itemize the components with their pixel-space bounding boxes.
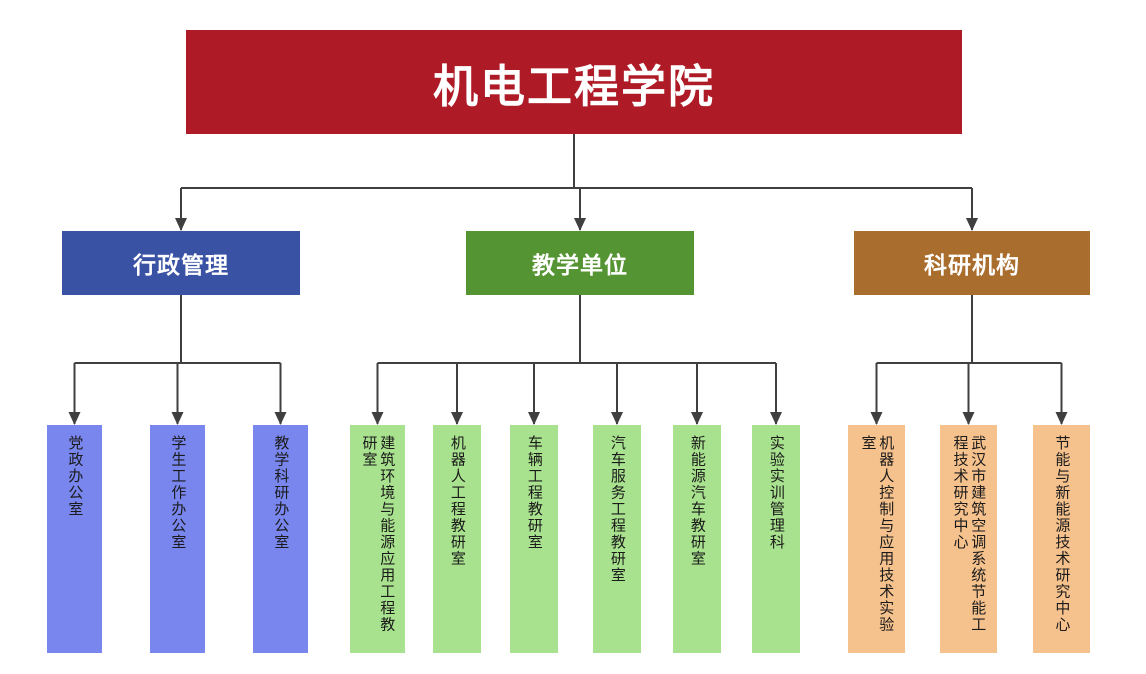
root-node-root[interactable]: 机电工程学院	[186, 30, 962, 134]
leaf-node-teach-6[interactable]: 实验实训管理科	[752, 425, 800, 653]
connector-arrowhead	[171, 412, 184, 425]
connector-arrowhead	[175, 218, 187, 231]
leaf-node-admin-3[interactable]: 教学科研办公室	[253, 425, 308, 653]
leaf-node-teach-3-label: 车辆工程教研室	[525, 435, 543, 551]
root-node-root-label: 机电工程学院	[432, 60, 715, 112]
leaf-node-admin-1[interactable]: 党政办公室	[47, 425, 102, 653]
leaf-node-res-2-label: 武汉市建筑空调系统节能工程技术研究中心	[951, 435, 987, 633]
leaf-node-teach-2[interactable]: 机器人工程教研室	[433, 425, 481, 653]
category-node-teaching[interactable]: 教学单位	[466, 231, 694, 295]
connector-arrowhead	[274, 412, 287, 425]
leaf-node-res-1-label: 机器人控制与应用技术实验室	[859, 435, 895, 633]
connector-arrowhead	[691, 412, 703, 425]
leaf-node-teach-4[interactable]: 汽车服务工程教研室	[593, 425, 641, 653]
connector-arrowhead	[1055, 412, 1068, 425]
connector-arrowhead	[574, 218, 586, 231]
connector-arrowhead	[68, 412, 81, 425]
leaf-node-teach-1-label: 建筑环境与能源应用工程教研室	[360, 435, 396, 633]
leaf-node-res-3[interactable]: 节能与新能源技术研究中心	[1033, 425, 1090, 653]
connector-arrowhead	[451, 412, 463, 425]
connector-arrowhead	[962, 412, 975, 425]
category-node-teaching-label: 教学单位	[532, 252, 628, 278]
leaf-node-admin-2[interactable]: 学生工作办公室	[150, 425, 205, 653]
connector-arrowhead	[966, 218, 978, 231]
connector-arrowhead	[611, 412, 623, 425]
leaf-node-admin-2-label: 学生工作办公室	[169, 435, 187, 551]
category-node-admin[interactable]: 行政管理	[62, 231, 300, 295]
leaf-node-teach-6-label: 实验实训管理科	[767, 435, 785, 551]
leaf-node-admin-1-label: 党政办公室	[66, 435, 84, 518]
category-node-admin-label: 行政管理	[133, 252, 229, 278]
leaf-node-teach-4-label: 汽车服务工程教研室	[608, 435, 626, 584]
leaf-node-teach-1[interactable]: 建筑环境与能源应用工程教研室	[350, 425, 405, 653]
connector-arrowhead	[770, 412, 782, 425]
leaf-node-teach-5-label: 新能源汽车教研室	[688, 435, 706, 567]
leaf-node-res-1[interactable]: 机器人控制与应用技术实验室	[848, 425, 905, 653]
connector-arrowhead	[371, 412, 384, 425]
category-node-research-label: 科研机构	[924, 252, 1020, 278]
connector-arrowhead	[528, 412, 540, 425]
leaf-node-admin-3-label: 教学科研办公室	[272, 435, 290, 551]
leaf-node-teach-2-label: 机器人工程教研室	[448, 435, 466, 567]
category-node-research[interactable]: 科研机构	[854, 231, 1090, 295]
leaf-node-teach-5[interactable]: 新能源汽车教研室	[673, 425, 721, 653]
leaf-node-res-3-label: 节能与新能源技术研究中心	[1053, 435, 1071, 633]
leaf-node-res-2[interactable]: 武汉市建筑空调系统节能工程技术研究中心	[940, 425, 997, 653]
leaf-node-teach-3[interactable]: 车辆工程教研室	[510, 425, 558, 653]
connector-arrowhead	[870, 412, 883, 425]
